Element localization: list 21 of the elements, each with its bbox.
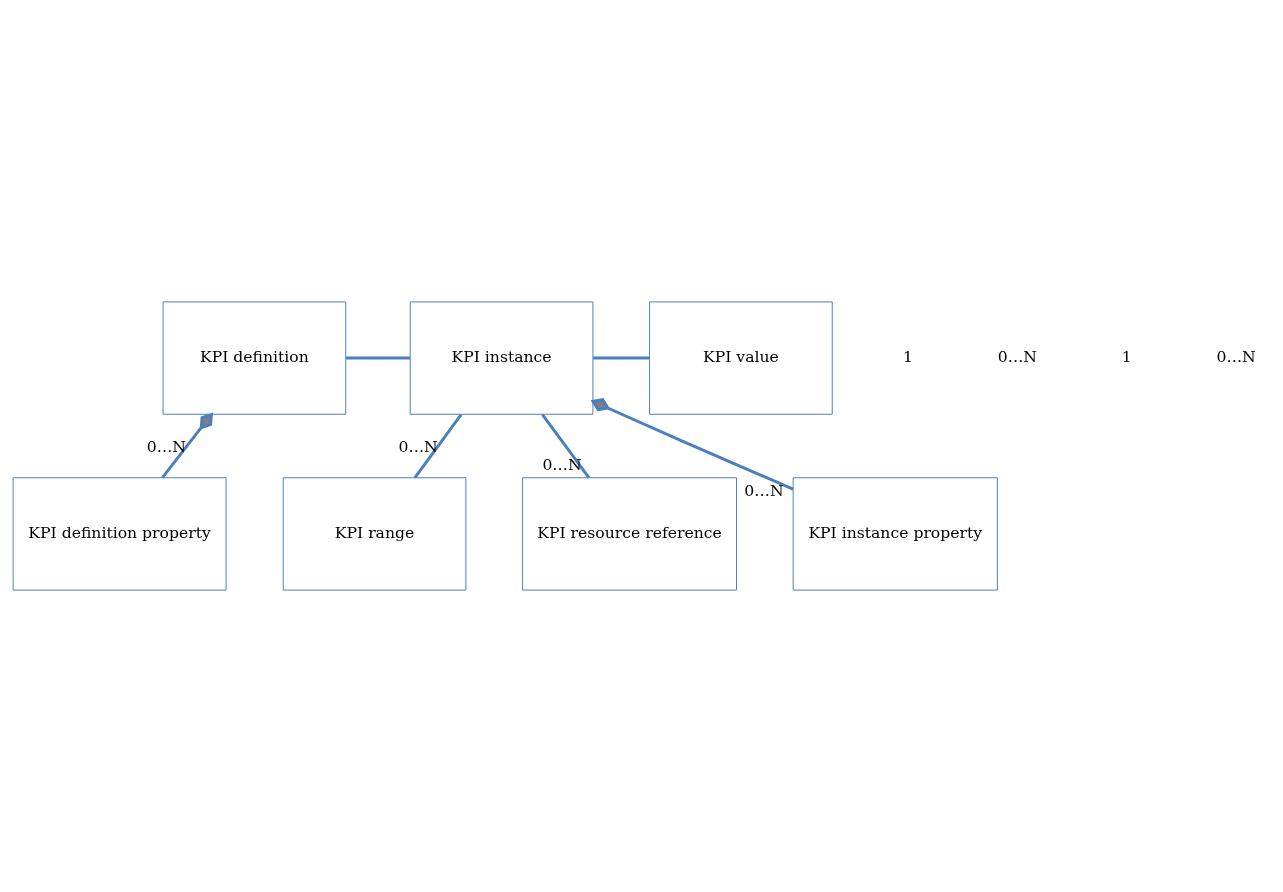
- edge-label: 0…N: [744, 481, 784, 501]
- connector: [413, 413, 463, 479]
- connector: [161, 412, 213, 479]
- label: 0…N: [997, 346, 1037, 366]
- node-box: KPI range: [282, 477, 467, 591]
- node-box: KPI instance: [409, 301, 594, 415]
- connector: [593, 356, 650, 360]
- label: 0…N: [1216, 346, 1256, 366]
- node-box: KPI instance property: [792, 477, 998, 591]
- edge-label: 0…N: [146, 437, 187, 457]
- node-box: KPI resource reference: [522, 477, 737, 591]
- connector: [590, 398, 794, 491]
- connector: [346, 356, 411, 360]
- label: 1: [902, 346, 913, 366]
- node-box: KPI definition property: [12, 477, 227, 591]
- label: 1: [1121, 346, 1132, 366]
- node-box: KPI value: [649, 301, 833, 415]
- node-box: KPI definition: [162, 301, 347, 415]
- edge-label: 0…N: [398, 437, 438, 457]
- edge-label: 0…N: [542, 454, 582, 474]
- connector: [541, 413, 591, 479]
